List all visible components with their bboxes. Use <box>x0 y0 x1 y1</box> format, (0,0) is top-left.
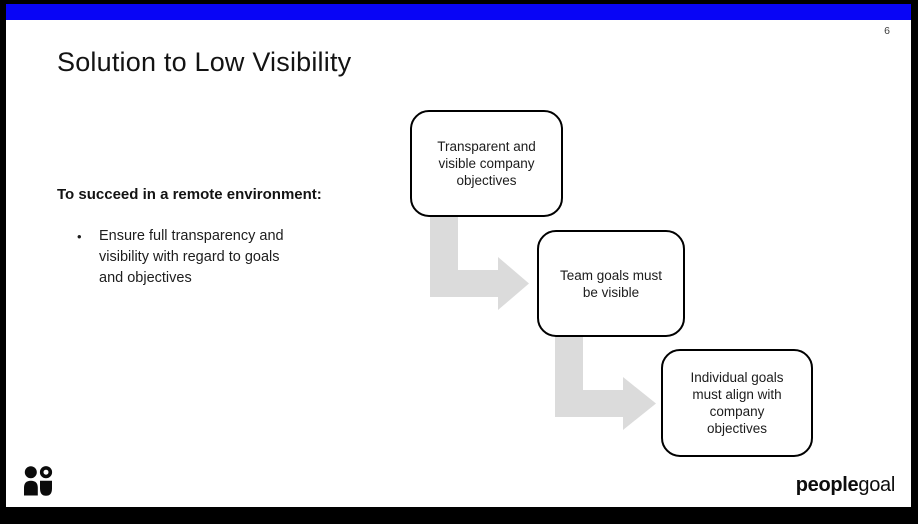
wordmark-goal: goal <box>858 474 895 496</box>
flow-box-label: Transparent and visible company objectiv… <box>437 138 536 189</box>
flow-box-team-goals: Team goals must be visible <box>537 230 685 337</box>
flow-box-label-line: objectives <box>706 421 768 436</box>
bullet-marker: • <box>77 229 82 244</box>
slide-page-number: 6 <box>884 25 890 37</box>
flow-box-label-line: company <box>709 404 765 419</box>
flow-box-label-line: Team goals must <box>559 267 663 283</box>
flow-box-label-line: visible company <box>438 156 535 171</box>
bullet-text-line: Ensure full transparency and <box>99 228 284 244</box>
flow-box-label-line: Individual goals <box>690 370 784 385</box>
elbow-arrow-icon <box>430 215 529 310</box>
two-people-icon <box>24 466 53 496</box>
flow-box-label: Individual goals must align with company… <box>690 369 783 437</box>
flow-box-company-objectives: Transparent and visible company objectiv… <box>410 110 563 217</box>
flow-box-label-line: Transparent and <box>437 139 536 154</box>
slide: 6 Solution to Low Visibility To succeed … <box>6 4 911 507</box>
peoplegoal-wordmark: peoplegoal <box>795 473 896 497</box>
flow-box-individual-goals: Individual goals must align with company… <box>661 349 813 457</box>
flow-box-label-line: must align with <box>692 387 782 402</box>
flow-box-label-line: objectives <box>456 173 517 188</box>
flow-box-label-line: be visible <box>582 284 640 300</box>
bullet-item: • Ensure full transparency and visibilit… <box>71 226 284 289</box>
flow-box-label: Team goals must be visible <box>560 267 662 301</box>
elbow-arrow-icon <box>555 336 656 430</box>
bullet-text: Ensure full transparency and visibility … <box>99 226 284 289</box>
slide-title: Solution to Low Visibility <box>57 47 352 77</box>
intro-heading: To succeed in a remote environment: <box>57 186 322 203</box>
bullet-text-line: and objectives <box>99 270 192 286</box>
wordmark-people: people <box>795 474 859 496</box>
accent-bar <box>6 4 911 20</box>
bullet-text-line: visibility with regard to goals <box>99 249 280 265</box>
